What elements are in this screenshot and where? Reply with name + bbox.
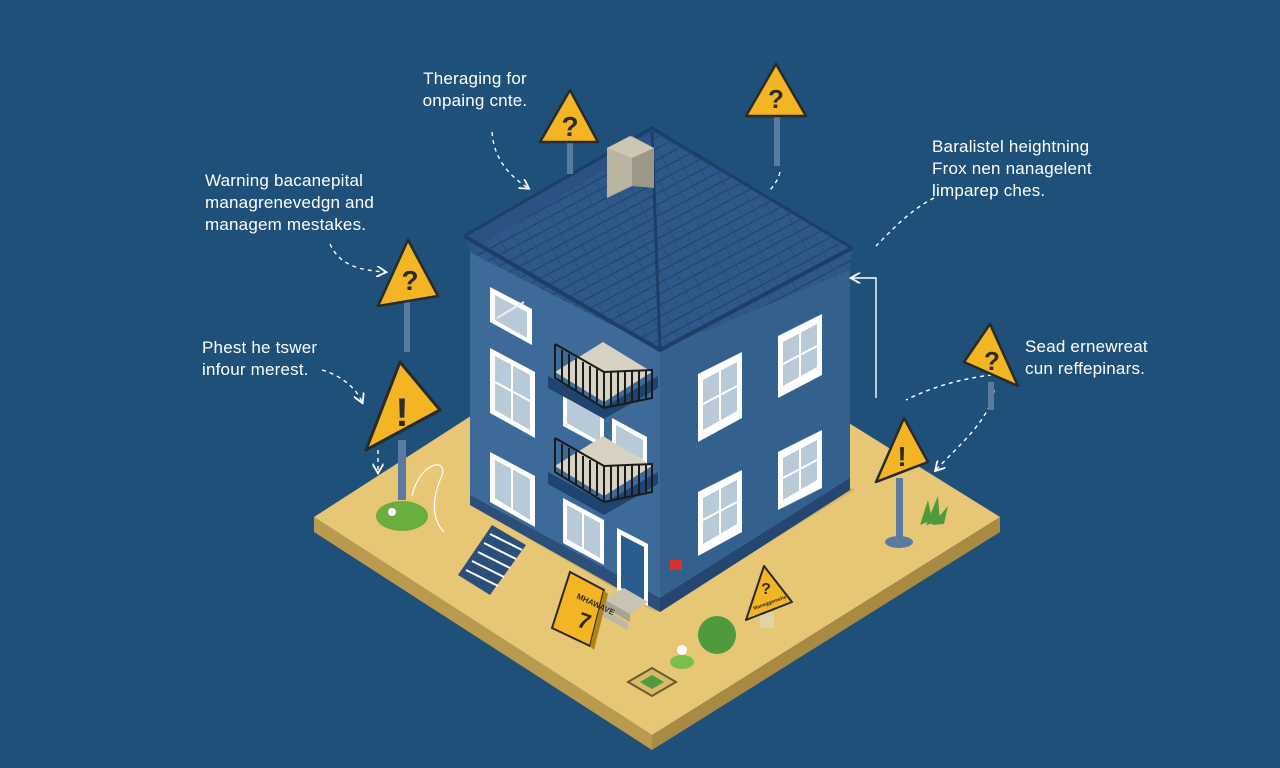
callout-mid-right: Sead ernewreat cun reffepinars. — [1025, 336, 1165, 380]
arrow-upper-right — [875, 197, 935, 247]
callout-top-center: Theraging for onpaing cnte. — [410, 68, 540, 112]
callout-line: infour merest. — [202, 360, 309, 379]
callout-line: limparep ches. — [932, 181, 1046, 200]
callout-line: onpaing cnte. — [422, 91, 528, 110]
small-warning-sign: ? Maneggemehe — [745, 565, 793, 628]
front-window-mid-right — [563, 392, 647, 466]
ground-side-right — [652, 517, 1000, 750]
roof-left-face — [464, 132, 652, 252]
callout-line: Theraging for — [423, 69, 527, 88]
wall-base-trim — [470, 495, 660, 612]
sign-glyph: ? — [768, 84, 784, 114]
warning-sign-mid-left: ! — [364, 360, 442, 500]
front-window-low-left — [490, 452, 535, 527]
bracket-connector — [852, 278, 877, 398]
bush-center — [698, 616, 736, 654]
roof-top-edge — [463, 126, 853, 250]
wall-base-trim-side — [660, 478, 850, 612]
building — [462, 126, 855, 630]
outdoor-staircase — [458, 525, 526, 595]
callout-upper-right: Baralistel heightning Frox nen nanagelen… — [932, 136, 1112, 202]
balcony-upper — [548, 342, 658, 419]
roof-eave — [462, 234, 853, 353]
warning-triangle-icon — [874, 416, 930, 484]
roof-side-face — [652, 132, 852, 350]
warning-triangle-icon — [962, 322, 1020, 388]
callout-upper-left: Warning bacanepital managrenevedgn and m… — [205, 170, 385, 236]
callout-line: managrenevedgn and — [205, 193, 375, 212]
flower-left — [388, 508, 396, 516]
warning-triangle-icon — [744, 62, 808, 118]
sign-glyph: ? — [561, 111, 578, 142]
warning-triangle-icon — [745, 565, 793, 621]
sign-glyph: ? — [401, 265, 418, 296]
arrow-top-right — [767, 171, 781, 193]
balcony-lower — [548, 436, 658, 515]
sign-glyph: ? — [984, 346, 1000, 376]
arrow-upper-left — [329, 243, 385, 272]
warning-sign-top-center: ? — [538, 88, 600, 174]
arrow-mid-right — [905, 373, 1001, 401]
warning-sign-top-right: ? — [744, 62, 808, 166]
flower-center — [677, 645, 687, 655]
side-window-upper-right — [778, 314, 822, 398]
ground-side-left — [314, 517, 652, 750]
sign-glyph: ? — [761, 581, 771, 598]
side-window-lower-left — [698, 470, 742, 556]
arrow-top-center — [491, 131, 528, 188]
front-window-low-right — [563, 498, 604, 565]
front-window-mid-left — [490, 348, 535, 438]
warning-sign-upper-left: ? — [376, 238, 440, 352]
warning-sign-mid-right: ? — [962, 322, 1020, 410]
sign-glyph: ! — [395, 391, 408, 435]
chimney — [607, 136, 654, 198]
arrow-lower-right — [936, 389, 995, 470]
front-door — [617, 528, 648, 606]
callout-line: Baralistel heightning — [932, 137, 1090, 156]
flower-pot-center — [670, 655, 694, 669]
callout-line: cun reffepinars. — [1025, 359, 1146, 378]
warning-sign-lower-right: ! — [874, 416, 930, 548]
callout-line: Frox nen nanagelent — [932, 159, 1092, 178]
red-tag — [670, 560, 682, 570]
grass-patch-left — [376, 501, 428, 531]
front-window-top-left — [490, 287, 532, 345]
ground-sign-board: MHAWAVE 7 — [550, 570, 616, 650]
warning-triangle-icon — [364, 360, 442, 452]
side-window-lower-right — [778, 430, 822, 510]
front-steps — [602, 588, 648, 630]
side-window-upper-left — [698, 352, 742, 442]
warning-triangle-icon — [538, 88, 600, 144]
sign-glyph: ! — [897, 441, 906, 472]
planter-box — [626, 666, 678, 698]
arrow-mid-left — [321, 369, 362, 402]
callout-line: Warning bacanepital — [205, 171, 364, 190]
callout-line: Sead ernewreat — [1025, 337, 1148, 356]
warning-triangle-icon — [376, 238, 440, 308]
callout-line: managem mestakes. — [205, 215, 367, 234]
callout-mid-left: Phest he tswer infour merest. — [202, 337, 352, 381]
grass-tuft-right — [920, 496, 948, 525]
curl-line — [411, 464, 445, 533]
callout-line: Phest he tswer — [202, 338, 318, 357]
